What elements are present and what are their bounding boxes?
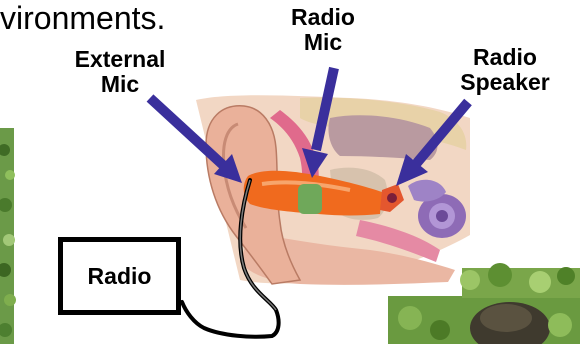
radio-box: Radio (58, 237, 181, 315)
ear-illustration (196, 95, 470, 285)
label-radio-speaker: Radio Speaker (440, 45, 570, 95)
left-foliage-photo (0, 128, 16, 344)
slide-title-fragment: vironments. (0, 0, 165, 36)
label-external-mic: External Mic (50, 47, 190, 97)
radio-label: Radio (88, 263, 152, 290)
label-radio-mic: Radio Mic (268, 5, 378, 55)
